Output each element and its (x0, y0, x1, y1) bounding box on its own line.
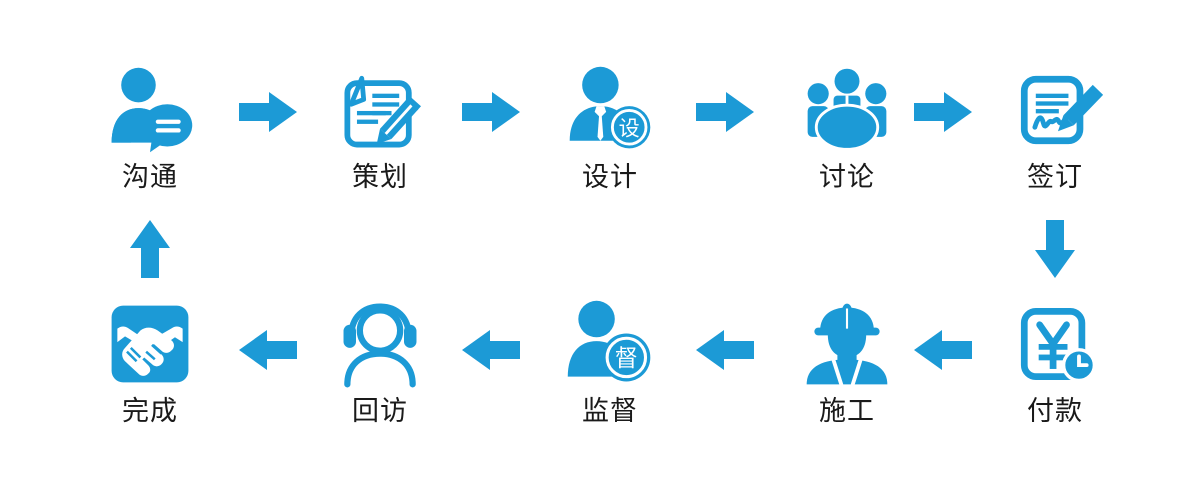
headset-person-icon (332, 296, 428, 392)
flow-step-label: 策划 (352, 162, 408, 193)
flow-step-jian-du[interactable]: 督 监督 (535, 296, 685, 425)
flow-step-label: 付款 (1027, 396, 1083, 427)
construction-worker-icon (799, 296, 895, 392)
arrow-left-icon (237, 324, 299, 376)
flow-step-label: 沟通 (122, 162, 178, 193)
flow-step-she-ji[interactable]: 设 设计 (535, 62, 685, 191)
arrow-left-icon (694, 324, 756, 376)
flow-step-gou-tong[interactable]: 沟通 (75, 62, 225, 191)
contract-signature-pen-icon (1007, 62, 1103, 158)
flow-step-wan-cheng[interactable]: 完成 (75, 296, 225, 425)
flow-step-label: 回访 (352, 396, 408, 427)
flow-step-label: 讨论 (819, 162, 875, 193)
flow-step-qian-ding[interactable]: 签订 (980, 62, 1130, 191)
person-badge-du-icon: 督 (562, 296, 658, 392)
flow-step-fu-kuan[interactable]: 付款 (980, 296, 1130, 425)
flow-step-label: 监督 (582, 396, 638, 427)
arrow-left-icon (912, 324, 974, 376)
flow-step-label: 设计 (582, 162, 638, 193)
arrow-right-icon (460, 86, 522, 138)
flow-step-hui-fang[interactable]: 回访 (305, 296, 455, 425)
handshake-square-icon (102, 296, 198, 392)
flow-step-label: 签订 (1027, 162, 1083, 193)
flow-step-label: 施工 (819, 396, 875, 427)
flow-step-tao-lun[interactable]: 讨论 (772, 62, 922, 191)
flow-step-label: 完成 (122, 396, 178, 427)
badge-character: 督 (615, 346, 638, 372)
document-pencil-icon (332, 62, 428, 158)
flow-step-shi-gong[interactable]: 施工 (772, 296, 922, 425)
arrow-left-icon (460, 324, 522, 376)
arrow-right-icon (912, 86, 974, 138)
arrow-right-icon (694, 86, 756, 138)
arrow-up-icon (124, 218, 176, 280)
group-meeting-table-icon (799, 62, 895, 158)
arrow-down-icon (1029, 218, 1081, 280)
yen-invoice-clock-icon (1007, 296, 1103, 392)
badge-character: 设 (619, 115, 640, 140)
person-badge-she-icon: 设 (562, 62, 658, 158)
arrow-right-icon (237, 86, 299, 138)
person-speech-bubble-icon (102, 62, 198, 158)
flow-step-ce-hua[interactable]: 策划 (305, 62, 455, 191)
